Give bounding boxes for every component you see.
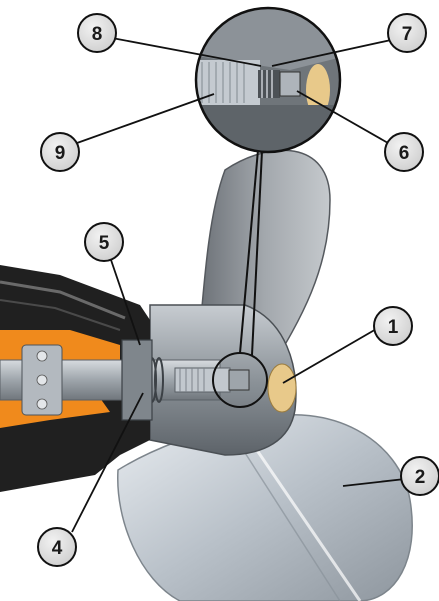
housing-highlight-2 (0, 299, 121, 331)
hub-nose (267, 363, 297, 413)
callout-2-label: 2 (415, 467, 426, 488)
callout-1-label: 1 (388, 317, 399, 338)
callout-1: 1 (373, 306, 413, 346)
lower-blade (117, 414, 413, 601)
leader-line-4 (71, 392, 144, 533)
zoom-detail (196, 8, 340, 152)
leader-line-5 (109, 256, 141, 346)
callout-8: 8 (77, 13, 117, 53)
leader-line-7 (271, 39, 392, 67)
splined-shaft-end (174, 367, 231, 393)
callout-5: 5 (84, 222, 124, 262)
callout-4: 4 (37, 527, 77, 567)
housing-highlight (0, 280, 126, 320)
leader-line-8 (111, 37, 262, 67)
callout-6-label: 6 (399, 143, 410, 164)
retaining-nut (228, 369, 250, 391)
callout-7-label: 7 (402, 24, 413, 45)
callout-7: 7 (387, 13, 427, 53)
callout-4-label: 4 (52, 538, 63, 559)
callout-8-label: 8 (92, 24, 103, 45)
callout-5-label: 5 (99, 233, 110, 254)
bearing-ball (36, 374, 48, 386)
shaft-collar (121, 339, 153, 421)
bearing-ball (36, 398, 48, 410)
callout-6: 6 (384, 132, 424, 172)
zoom-link-line (239, 149, 259, 354)
callout-9-label: 9 (55, 143, 66, 164)
lower-blade-edge (248, 439, 362, 601)
zoom-detail-border (194, 6, 342, 154)
callout-2: 2 (400, 456, 439, 496)
callout-9: 9 (40, 132, 80, 172)
leader-line-1 (282, 327, 379, 384)
leader-line-2 (342, 478, 406, 487)
leader-line-9 (76, 93, 215, 144)
bearing-ball (36, 350, 48, 362)
leader-line-6 (296, 90, 389, 144)
zoom-link-line (251, 150, 263, 356)
